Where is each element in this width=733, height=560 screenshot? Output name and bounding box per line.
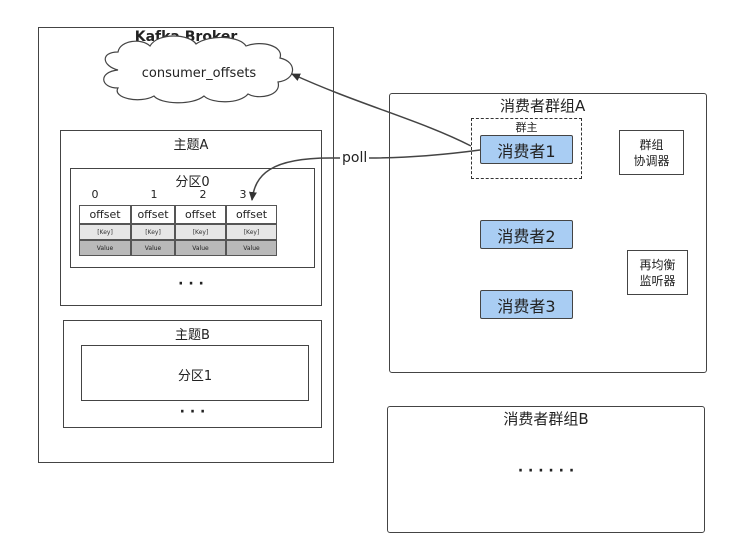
consumer-group-a-title: 消费者群组A: [500, 97, 586, 115]
record-key-cell: [Key]: [79, 224, 131, 240]
coordinator-line-1: 群组: [639, 137, 664, 152]
consumer-group-b-title: 消费者群组B: [503, 410, 589, 428]
record-value-cell: Value: [175, 240, 226, 256]
topic-a-ellipsis: · · ·: [178, 276, 204, 292]
commit-offset-arrow: [291, 73, 472, 147]
record-offset-cell: offset: [79, 205, 131, 224]
record-offset-cell: offset: [226, 205, 277, 224]
record-key-cell: [Key]: [175, 224, 226, 240]
topic-b-title: 主题B: [175, 328, 210, 343]
record-value-cell: Value: [79, 240, 131, 256]
offset-index-1: 1: [150, 188, 158, 201]
record-offset-cell: offset: [131, 205, 175, 224]
rebalance-line-1: 再均衡: [639, 257, 676, 272]
consumer-group-b-ellipsis: · · · · · ·: [517, 463, 575, 479]
record-key-cell: [Key]: [226, 224, 277, 240]
consumer-group-b-box: [387, 406, 705, 533]
poll-label: poll: [340, 150, 370, 166]
offset-index-2: 2: [199, 188, 207, 201]
record-value-cell: Value: [226, 240, 277, 256]
partition-1-box: [81, 345, 309, 401]
offset-index-3: 3: [239, 188, 247, 201]
record-value-cell: Value: [131, 240, 175, 256]
partition-1-title: 分区1: [177, 369, 213, 384]
consumer-2: 消费者2: [480, 220, 573, 249]
group-leader-label: 群主: [515, 121, 538, 134]
rebalance-line-2: 监听器: [639, 273, 676, 288]
consumer-1: 消费者1: [480, 135, 573, 164]
record-key-cell: [Key]: [131, 224, 175, 240]
rebalance-listener-box: 再均衡 监听器: [627, 250, 688, 295]
offset-index-0: 0: [91, 188, 99, 201]
group-leader-box: [471, 118, 582, 179]
consumer-offsets-label: consumer_offsets: [141, 66, 257, 81]
coordinator-line-2: 协调器: [633, 153, 670, 168]
record-offset-cell: offset: [175, 205, 226, 224]
group-coordinator-box: 群组 协调器: [619, 130, 684, 175]
topic-a-title: 主题A: [173, 138, 209, 153]
topic-b-ellipsis: · · ·: [179, 404, 206, 420]
consumer-3: 消费者3: [480, 290, 573, 319]
partition-0-title: 分区0: [175, 175, 210, 190]
